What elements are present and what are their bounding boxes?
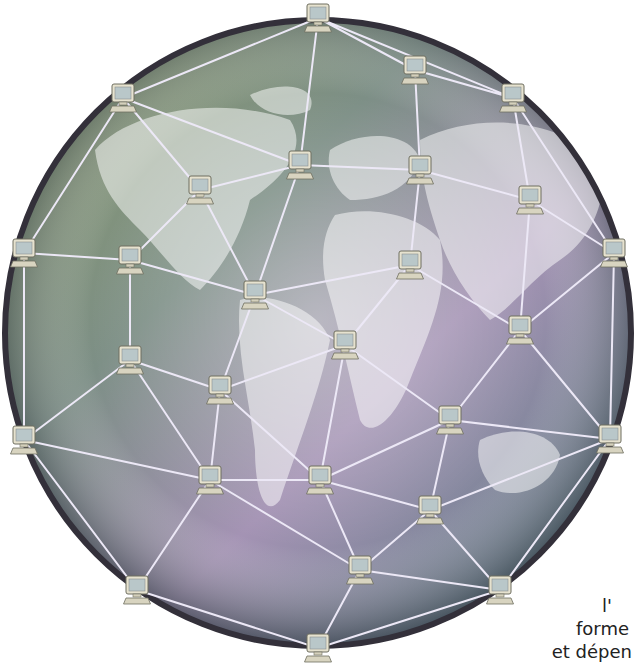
computer-icon [500, 84, 527, 112]
computer-icon [307, 466, 334, 494]
computer-icon [117, 346, 144, 374]
computer-icon [11, 426, 38, 454]
globe-shading [5, 20, 631, 646]
computer-icon [242, 281, 269, 309]
computer-icon [207, 376, 234, 404]
computer-icon [407, 156, 434, 184]
computer-icon [110, 84, 137, 112]
caption-fragment: et dépen [550, 642, 634, 662]
computer-icon [507, 316, 534, 344]
computer-icon [117, 246, 144, 274]
computer-icon [187, 176, 214, 204]
caption-fragment: forme [574, 619, 631, 639]
computer-icon [601, 239, 628, 267]
computer-icon [332, 331, 359, 359]
caption-fragment: l' [600, 596, 614, 616]
computer-icon [11, 239, 38, 267]
globe [5, 20, 631, 646]
computer-icon [417, 496, 444, 524]
computer-icon [597, 425, 624, 453]
continent [478, 432, 560, 494]
computer-icon [437, 406, 464, 434]
continents [95, 87, 603, 507]
computer-icon [287, 151, 314, 179]
computer-icon [517, 186, 544, 214]
continent [250, 87, 312, 115]
computer-icon [305, 4, 332, 32]
computers [11, 4, 628, 662]
globe-rim [5, 20, 631, 646]
network-links [24, 18, 614, 648]
computer-icon [197, 466, 224, 494]
continent [323, 211, 443, 428]
computer-icon [402, 56, 429, 84]
computer-icon [124, 576, 151, 604]
computer-icon [487, 576, 514, 604]
computer-icon [305, 634, 332, 662]
computer-icon [397, 251, 424, 279]
computer-icon [347, 556, 374, 584]
